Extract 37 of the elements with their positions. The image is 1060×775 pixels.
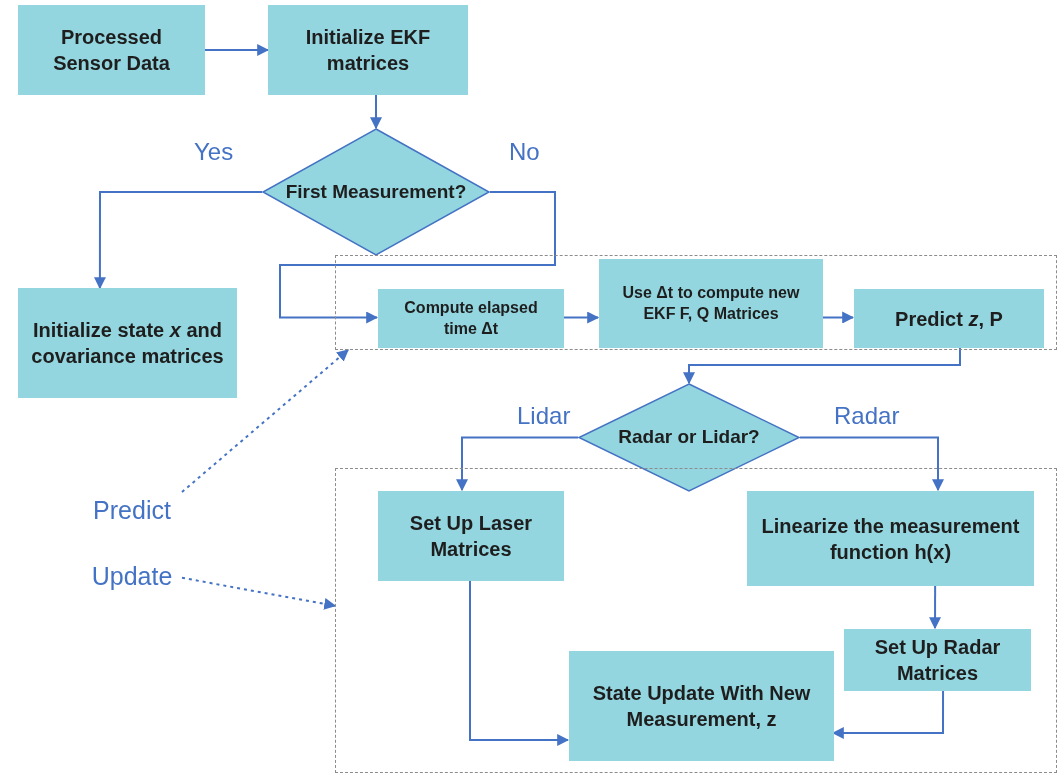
arrow: [93, 191, 263, 290]
process-box: [18, 5, 205, 95]
box-label: Set Up Radar Matrices: [873, 635, 1002, 686]
box-label: Use Δt to compute new EKF F, Q Matrices: [621, 282, 801, 324]
region-label: Predict: [93, 495, 171, 525]
arrow: [929, 584, 942, 630]
box-label: Compute elapsed time Δt: [403, 297, 539, 339]
region-label: Update: [91, 561, 173, 591]
decision-label: Radar or Lidar?: [618, 425, 760, 450]
box-label: State Update With New Measurement, z: [591, 681, 812, 732]
box-label: Initialize state x and covariance matrices: [30, 318, 225, 369]
box-label: Initialize EKF matrices: [304, 25, 432, 76]
box-label: Processed Sensor Data: [52, 25, 171, 76]
arrow: [204, 44, 270, 56]
box-label: Predict z, P: [895, 306, 1003, 332]
arrow: [279, 191, 556, 324]
dashed-region: [335, 468, 1057, 773]
arrow: [469, 579, 570, 746]
process-box: [599, 259, 823, 348]
box-label: Set Up Laser Matrices: [408, 511, 534, 562]
process-box: [747, 491, 1034, 586]
process-box: [378, 491, 564, 581]
process-box: [854, 289, 1044, 348]
process-box: [378, 289, 564, 348]
arrow: [683, 346, 961, 385]
dashed-region: [335, 255, 1057, 350]
arrow: [370, 94, 382, 130]
decision-label: First Measurement?: [285, 179, 467, 204]
arrow: [799, 436, 944, 492]
process-box: [18, 288, 237, 398]
process-box: [569, 651, 834, 761]
dotted-arrow: [181, 349, 349, 493]
dotted-arrow: [181, 576, 337, 610]
process-box: [844, 629, 1031, 691]
box-label: Linearize the measurement function h(x): [760, 513, 1021, 565]
arrow: [456, 436, 579, 492]
process-box: [268, 5, 468, 95]
